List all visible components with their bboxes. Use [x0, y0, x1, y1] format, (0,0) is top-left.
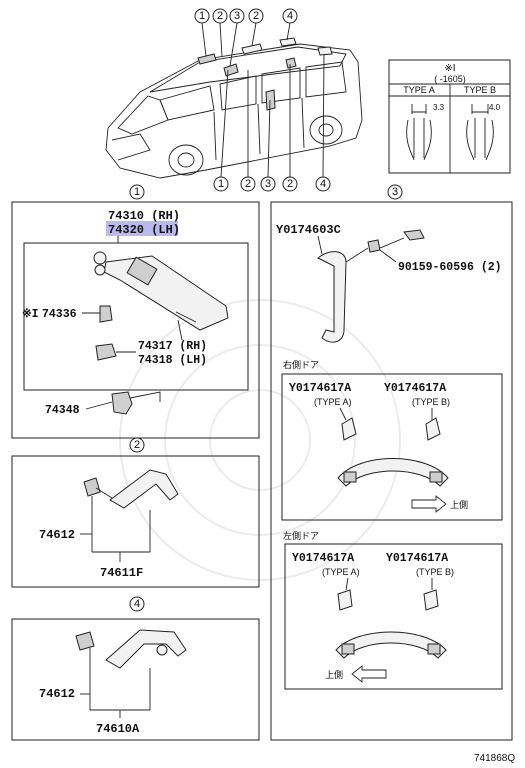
left-upper-label: 上側: [325, 669, 343, 680]
vehicle-illustration: [105, 37, 363, 179]
left-type-b-label: (TYPE B): [416, 567, 454, 577]
part-90159-60596: 90159-60596 (2): [398, 261, 502, 274]
type-table-dim-b: 4.0: [489, 103, 501, 112]
panel-4: 4 74612 74610A: [11, 596, 260, 741]
grip-left-door: [335, 631, 447, 659]
panel-4-callout: 4: [134, 598, 140, 610]
right-door-label: 右側ドア: [283, 359, 319, 370]
right-type-b-label: (TYPE B): [412, 397, 450, 407]
type-table-mark: ※I: [444, 63, 455, 74]
callout-bottom-1: 1: [218, 178, 224, 190]
highlight-box: [106, 221, 178, 236]
sun-visor: [103, 255, 229, 331]
part-74336-mark: ※I: [22, 307, 39, 321]
callout-top-3: 3: [234, 10, 240, 22]
part-74612-p4: 74612: [39, 687, 75, 701]
assist-grip-74611f: [109, 469, 179, 509]
part-74317-rh: 74317 (RH): [138, 340, 207, 353]
holder-74317: [95, 343, 117, 361]
callout-bottom-2: 2: [245, 178, 251, 190]
diagram-id: 741868Q: [474, 753, 515, 764]
callout-bottom-2b: 2: [287, 178, 293, 190]
right-upper-label: 上側: [450, 499, 468, 510]
top-callouts: 1 2 3 2 4: [194, 8, 298, 67]
part-74348: 74348: [45, 404, 80, 417]
right-type-a-label: (TYPE A): [314, 397, 352, 407]
watermark: [119, 299, 401, 581]
part-74318-lh: 74318 (LH): [138, 354, 207, 367]
callout-top-4: 4: [287, 10, 293, 22]
part-y0174603c: Y0174603C: [276, 223, 341, 237]
assist-grip-74610a: [105, 629, 187, 669]
callout-top-1: 1: [199, 10, 205, 22]
panel-1: 1 74310 (RH) 74320 (LH) ※I 74336 74317 (…: [11, 184, 260, 439]
type-table-col-b: TYPE B: [464, 85, 496, 95]
panel-1-callout: 1: [134, 186, 140, 198]
type-table-col-a: TYPE A: [403, 85, 435, 95]
bottom-callouts: 1 2 3 2 4: [213, 53, 331, 192]
clip-74336: [99, 305, 113, 323]
right-type-b-part: Y0174617A: [384, 382, 446, 395]
panel-2: 2 74612 74611F: [11, 437, 260, 588]
type-table: ※I ( -1605) TYPE A TYPE B 3.3 4.0: [388, 59, 511, 174]
type-table-range: ( -1605): [434, 74, 466, 84]
grip-y0174603c: [317, 251, 347, 343]
panel-3: 3 Y0174603C 90159-60596 (2) 右側ドア Y017461…: [270, 184, 513, 741]
left-type-a-label: (TYPE A): [322, 567, 360, 577]
left-type-a-part: Y0174617A: [292, 552, 354, 565]
callout-bottom-3: 3: [265, 178, 271, 190]
callout-top-2: 2: [217, 10, 223, 22]
left-type-b-part: Y0174617A: [386, 552, 448, 565]
callout-bottom-4: 4: [320, 178, 326, 190]
callout-top-2b: 2: [253, 10, 259, 22]
panel-3-callout: 3: [392, 186, 398, 198]
part-74336: 74336: [42, 308, 77, 321]
grip-right-door: [337, 458, 449, 487]
panel-2-callout: 2: [134, 439, 140, 451]
part-74610a: 74610A: [96, 722, 140, 736]
left-door-label: 左側ドア: [283, 530, 319, 541]
part-74320-lh: 74320 (LH): [108, 223, 180, 237]
bracket-74348: [111, 391, 133, 415]
part-74310-rh: 74310 (RH): [108, 209, 180, 223]
type-table-dim-a: 3.3: [433, 103, 445, 112]
part-74612-p2: 74612: [39, 528, 75, 542]
part-74611f: 74611F: [100, 566, 143, 580]
right-type-a-part: Y0174617A: [289, 382, 351, 395]
